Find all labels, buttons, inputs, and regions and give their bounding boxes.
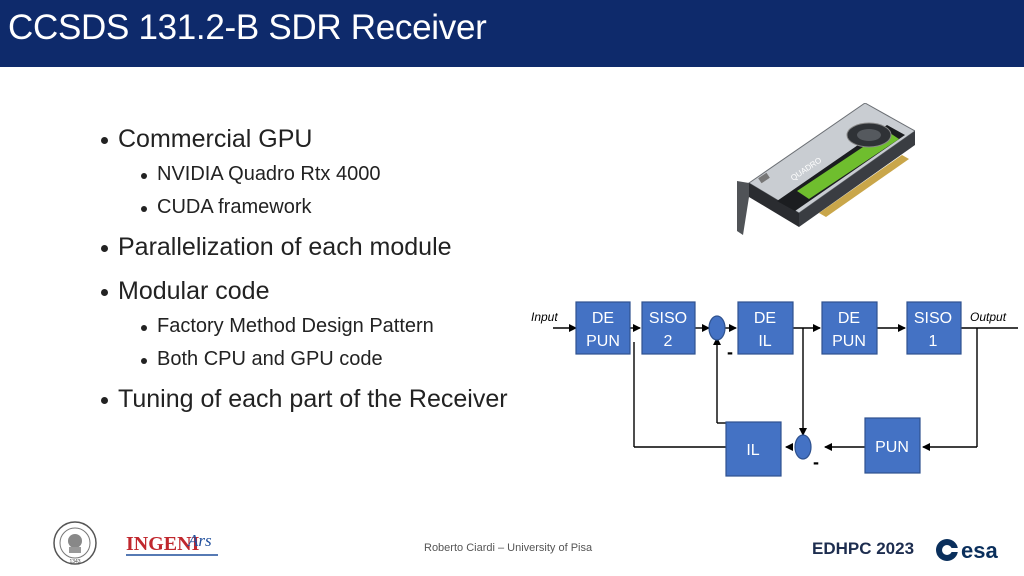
siso1-block-label-top: SISO	[914, 310, 952, 327]
bullet-dot	[141, 173, 147, 179]
bullet-dot	[141, 358, 147, 364]
depun-block-1-label-bottom: PUN	[586, 333, 620, 350]
connector-lines	[553, 324, 1018, 451]
sub-bullet-item: NVIDIA Quadro Rtx 4000	[141, 163, 381, 186]
bullet-dot	[101, 245, 108, 252]
siso2-block-label-bottom: 2	[664, 333, 673, 350]
sub-bullet-text: Both CPU and GPU code	[157, 348, 383, 370]
sub-bullet-text: CUDA framework	[157, 196, 312, 218]
bullet-text: Parallelization of each module	[118, 233, 452, 261]
siso1-block-label-bottom: 1	[929, 333, 938, 350]
minus-sign-top: -	[727, 342, 733, 362]
bullet-dot	[141, 206, 147, 212]
bullet-item: Parallelization of each module	[101, 233, 452, 262]
seal-year: 1343	[69, 559, 80, 565]
sub-bullet-text: NVIDIA Quadro Rtx 4000	[157, 163, 381, 185]
bullet-dot	[101, 137, 108, 144]
slide-title: CCSDS 131.2-B SDR Receiver	[8, 8, 487, 47]
bullet-item: Tuning of each part of the Receiver	[101, 385, 508, 414]
university-seal-logo: 1343	[53, 521, 97, 565]
siso2-block-label-top: SISO	[649, 310, 687, 327]
pun-block	[864, 417, 921, 474]
ingeniars-logo: INGENI Ars	[126, 531, 218, 556]
input-label: Input	[531, 310, 558, 324]
deil-block-label-bottom: IL	[758, 333, 771, 350]
bullet-item: Modular code	[101, 277, 270, 306]
gpu-card-image: QUADRO	[737, 103, 915, 235]
title-bar: CCSDS 131.2-B SDR Receiver	[0, 0, 1024, 67]
il-block	[725, 421, 782, 477]
sub-bullet-item: CUDA framework	[141, 196, 312, 219]
bullet-text: Modular code	[118, 277, 270, 305]
deil-block	[737, 301, 794, 355]
depun-block-1	[575, 301, 631, 355]
bullet-item: Commercial GPU	[101, 125, 313, 154]
il-block-label: IL	[746, 442, 759, 459]
esa-text: esa	[961, 538, 998, 563]
bullet-text: Tuning of each part of the Receiver	[118, 385, 508, 413]
conference-name: EDHPC 2023	[812, 539, 915, 558]
bullet-text: Commercial GPU	[118, 125, 313, 153]
siso2-block	[641, 301, 696, 355]
output-label: Output	[970, 310, 1007, 324]
ars-text: Ars	[187, 531, 212, 550]
bullet-dot	[101, 397, 108, 404]
sub-bullet-item: Factory Method Design Pattern	[141, 315, 434, 338]
ingeni-text: INGENI	[126, 533, 200, 555]
minus-sign-bottom: -	[813, 452, 819, 472]
pun-block-label: PUN	[875, 439, 909, 456]
summing-junction-bottom	[794, 434, 812, 460]
depun-block-1-label-top: DE	[592, 310, 614, 327]
sub-bullet-text: Factory Method Design Pattern	[157, 315, 434, 337]
depun-block-2-label-bottom: PUN	[832, 333, 866, 350]
depun-block-2	[821, 301, 878, 355]
summing-junction-top	[708, 315, 726, 341]
deil-block-label-top: DE	[754, 310, 776, 327]
esa-logo: esa	[936, 538, 998, 563]
sub-bullet-item: Both CPU and GPU code	[141, 348, 383, 371]
bullet-dot	[141, 325, 147, 331]
siso1-block	[906, 301, 962, 355]
bullet-dot	[101, 289, 108, 296]
depun-block-2-label-top: DE	[838, 310, 860, 327]
footer-author: Roberto Ciardi – University of Pisa	[424, 542, 593, 554]
receiver-block-diagram: Input Output DE PUN SISO 2 DE IL DE PUN …	[531, 301, 1018, 477]
